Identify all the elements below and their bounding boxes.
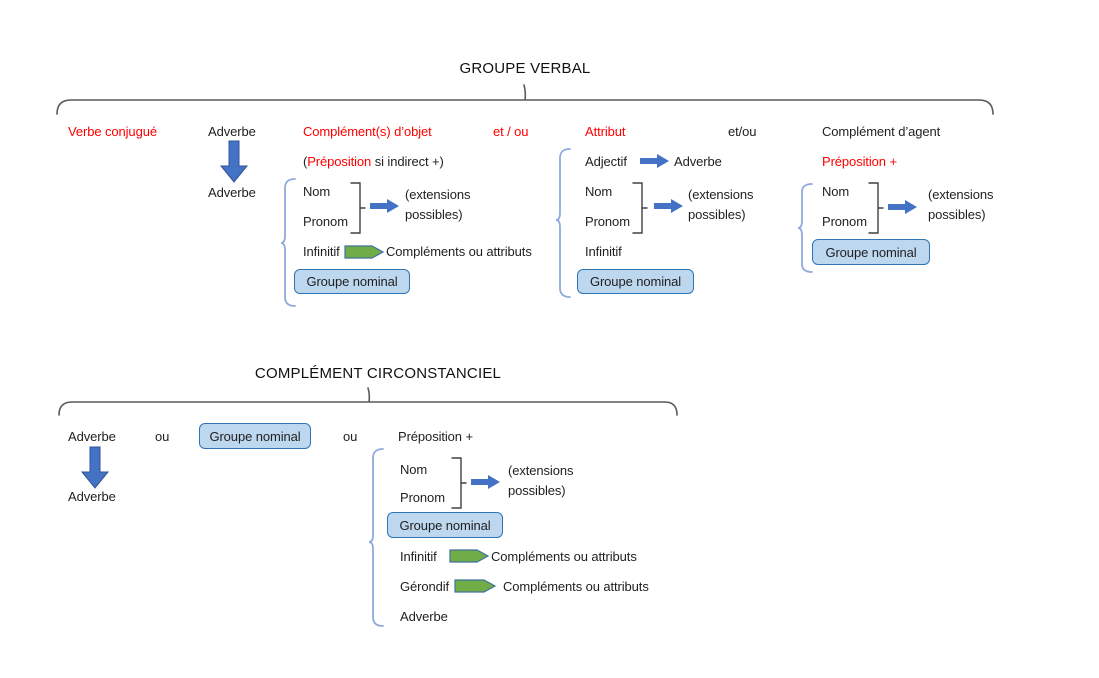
label-ou-1: ou: [155, 429, 170, 444]
label-nom-agent: Nom: [822, 184, 850, 199]
label-adverbe-top: Adverbe: [208, 124, 256, 139]
label-verbe-conjugue: Verbe conjugué: [68, 124, 157, 139]
groupe-nominal-box-agent: Groupe nominal: [812, 239, 930, 265]
label-nom-objet: Nom: [303, 184, 331, 199]
right-bracket-agent: [868, 182, 884, 234]
down-arrow-icon-cc: [80, 446, 110, 489]
groupe-nominal-box-cc-row: Groupe nominal: [199, 423, 311, 449]
label-extensions-cc: (extensions possibles): [508, 463, 574, 498]
label-adverbe-sub: Adverbe: [208, 185, 256, 200]
label-complements-attributs-gerondif-cc: Compléments ou attributs: [503, 579, 649, 594]
green-arrow-icon-infinitif-cc: [449, 549, 490, 563]
curly-brace-objet: [280, 178, 296, 307]
complement-circonstanciel-title: COMPLÉMENT CIRCONSTANCIEL: [254, 365, 502, 382]
right-arrow-icon-adjectif: [640, 154, 669, 168]
label-complement-objet: Complément(s) d’objet: [303, 124, 432, 139]
label-adverbe-attribut: Adverbe: [674, 154, 722, 169]
label-adverbe-cc-list: Adverbe: [400, 609, 448, 624]
label-adverbe-cc-sub: Adverbe: [68, 489, 116, 504]
right-bracket-cc: [451, 457, 467, 509]
down-arrow-icon: [219, 140, 249, 183]
green-arrow-icon-objet: [344, 245, 385, 259]
label-et-ou-1: et / ou: [493, 124, 529, 139]
right-arrow-icon-attribut: [654, 199, 683, 213]
label-attribut: Attribut: [585, 124, 626, 139]
label-adverbe-cc: Adverbe: [68, 429, 116, 444]
label-preposition-agent: Préposition +: [822, 154, 897, 169]
label-gerondif-cc: Gérondif: [400, 579, 450, 594]
label-nom-cc: Nom: [400, 462, 428, 477]
label-pronom-objet: Pronom: [303, 214, 348, 229]
label-complement-agent: Complément d’agent: [822, 124, 941, 139]
label-preposition-si-indirect: (Préposition si indirect +): [303, 154, 444, 169]
preposition-red: Préposition: [307, 154, 372, 169]
curly-brace-agent: [797, 183, 813, 273]
label-pronom-agent: Pronom: [822, 214, 867, 229]
groupe-verbal-brace: [56, 84, 994, 115]
complement-circonstanciel-brace: [58, 387, 678, 416]
curly-brace-cc: [368, 448, 384, 627]
paren-open: (: [303, 154, 308, 169]
preposition-rest: si indirect +): [374, 154, 444, 169]
right-bracket-attribut: [632, 182, 648, 234]
label-preposition-cc: Préposition +: [398, 429, 473, 444]
groupe-nominal-box-objet: Groupe nominal: [294, 269, 410, 294]
label-pronom-cc: Pronom: [400, 490, 445, 505]
label-infinitif-cc: Infinitif: [400, 549, 437, 564]
label-infinitif-attribut: Infinitif: [585, 244, 622, 259]
label-nom-attribut: Nom: [585, 184, 613, 199]
label-complements-attributs-objet: Compléments ou attributs: [386, 244, 532, 259]
groupe-nominal-box-attribut: Groupe nominal: [577, 269, 694, 294]
label-extensions-attribut: (extensions possibles): [688, 187, 754, 222]
label-extensions-agent: (extensions possibles): [928, 187, 994, 222]
label-adjectif: Adjectif: [585, 154, 627, 169]
label-extensions-objet: (extensions possibles): [405, 187, 471, 222]
label-pronom-attribut: Pronom: [585, 214, 630, 229]
label-complements-attributs-infinitif-cc: Compléments ou attributs: [491, 549, 637, 564]
label-et-ou-2: et/ou: [728, 124, 757, 139]
green-arrow-icon-gerondif-cc: [454, 579, 497, 593]
label-infinitif-objet: Infinitif: [303, 244, 340, 259]
right-bracket-objet: [350, 182, 366, 234]
label-ou-2: ou: [343, 429, 358, 444]
groupe-verbal-title: GROUPE VERBAL: [459, 60, 591, 77]
groupe-nominal-box-cc-list: Groupe nominal: [387, 512, 503, 538]
right-arrow-icon-agent: [888, 200, 917, 214]
right-arrow-icon-objet: [370, 199, 399, 213]
right-arrow-icon-cc: [471, 475, 500, 489]
curly-brace-attribut: [555, 148, 571, 298]
